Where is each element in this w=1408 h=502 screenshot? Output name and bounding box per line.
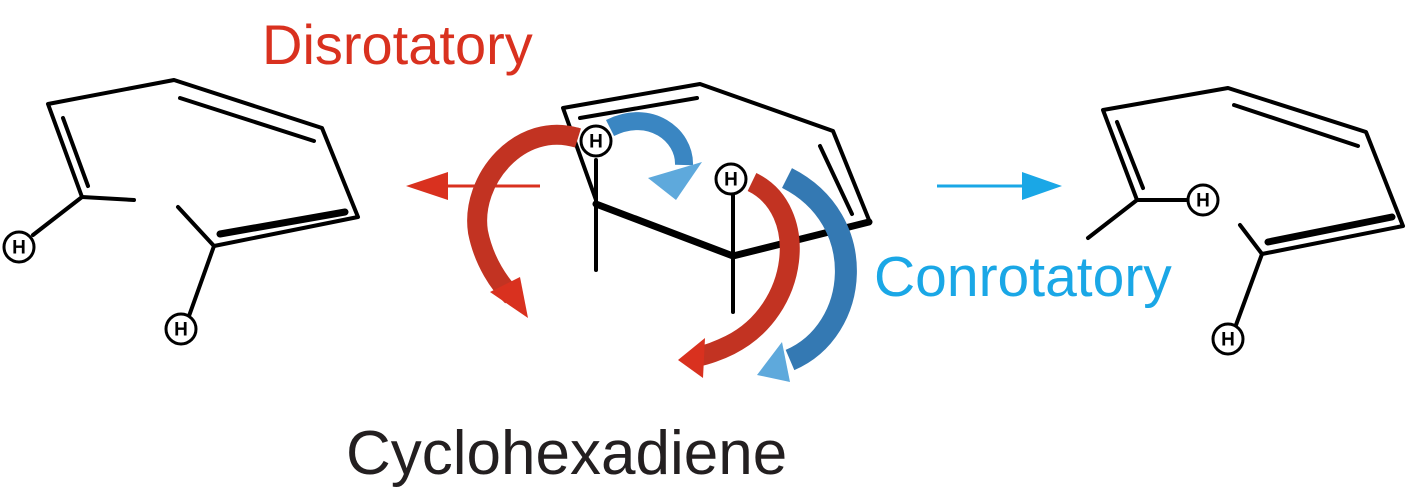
conrotatory-arrowhead-left — [648, 162, 702, 200]
conrotatory-arrowhead-right — [757, 342, 790, 382]
left-double-bond-1 — [61, 116, 90, 188]
svg-text:H: H — [1221, 330, 1235, 351]
svg-text:H: H — [174, 320, 188, 341]
diagram-title: Cyclohexadiene — [346, 419, 787, 488]
right-double-bond-1 — [1115, 120, 1145, 190]
right-h-bond-b — [1234, 252, 1264, 327]
disrotatory-product-molecule: H H — [2, 78, 360, 346]
hydrogen-atom: H — [1186, 183, 1220, 217]
hydrogen-atom: H — [164, 312, 198, 346]
conrotatory-direction-arrow — [937, 172, 1062, 200]
left-h-bond-b — [187, 244, 216, 318]
svg-text:H: H — [1196, 191, 1210, 212]
svg-text:H: H — [12, 238, 26, 259]
hydrogen-atom: H — [2, 230, 36, 264]
right-double-bond-2 — [1232, 103, 1360, 148]
svg-text:H: H — [724, 170, 738, 191]
left-double-bond-2 — [178, 96, 316, 143]
right-double-bond-3 — [1264, 213, 1396, 246]
rotation-arrows — [467, 112, 857, 382]
conrotatory-product-molecule: H H — [1086, 86, 1405, 356]
svg-text:H: H — [589, 132, 603, 153]
center-double-bond-2 — [818, 144, 854, 216]
center-double-bond-1 — [578, 96, 699, 120]
left-terminal-bond-a — [80, 195, 136, 202]
right-terminal-bond — [1086, 198, 1139, 240]
disrotatory-arrowhead-left — [490, 277, 528, 318]
conrotatory-rotation-arrow-left — [605, 112, 693, 166]
conrotatory-rotation-arrow-right — [781, 168, 857, 371]
hydrogen-atom: H — [1211, 322, 1245, 356]
disrotatory-arrowhead-right — [678, 338, 705, 378]
disrotatory-label: Disrotatory — [262, 13, 533, 76]
left-double-bond-3 — [216, 208, 349, 238]
disrotatory-rotation-arrow-right — [698, 173, 800, 366]
left-h-bond-a — [31, 195, 84, 237]
conrotatory-label: Conrotatory — [874, 245, 1172, 309]
hydrogen-atom: H — [579, 124, 613, 158]
hydrogen-atom: H — [714, 162, 748, 196]
disrotatory-rotation-arrow-left — [467, 124, 581, 304]
